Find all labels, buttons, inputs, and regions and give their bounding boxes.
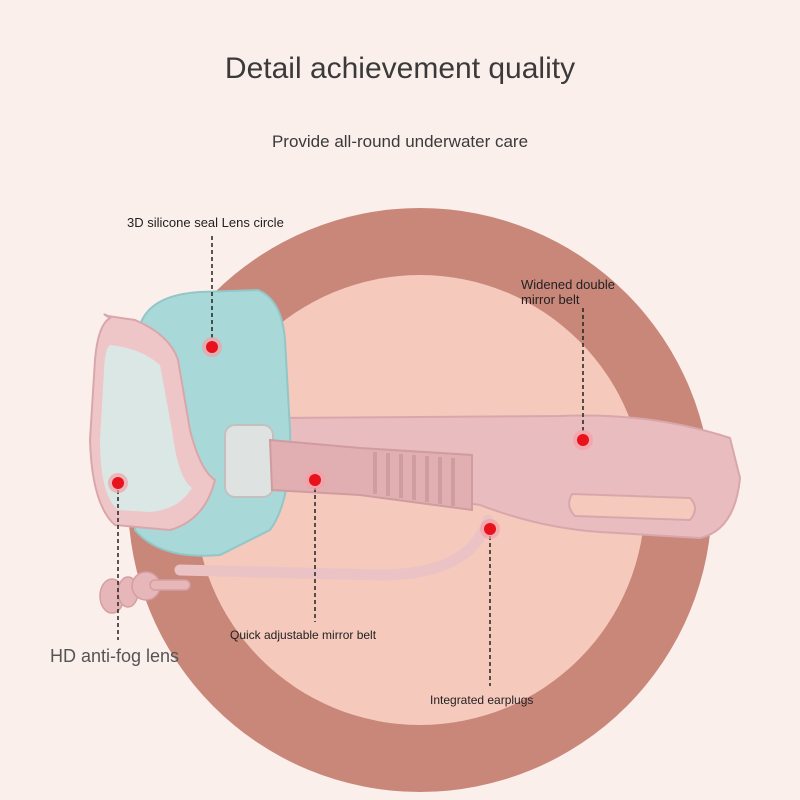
callout-earplugs-label: Integrated earplugs: [430, 693, 534, 707]
adjuster-ridges: [373, 452, 455, 506]
callout-markers: [108, 337, 593, 539]
callout-lines: [117, 236, 584, 686]
callout-quick-label: Quick adjustable mirror belt: [230, 628, 377, 642]
strap-adjuster: [268, 438, 473, 512]
callout-belt-label: Widened double mirror belt: [521, 277, 615, 307]
page-title: Detail achievement quality: [224, 52, 576, 85]
lens: [100, 345, 192, 512]
strap-slot: [568, 492, 696, 522]
callout-seal-label: 3D silicone seal Lens circle: [127, 215, 284, 230]
buckle: [224, 424, 274, 498]
callout-lens-label: HD anti-fog lens: [50, 646, 180, 666]
page-subtitle: Provide all-round underwater care: [271, 132, 529, 151]
